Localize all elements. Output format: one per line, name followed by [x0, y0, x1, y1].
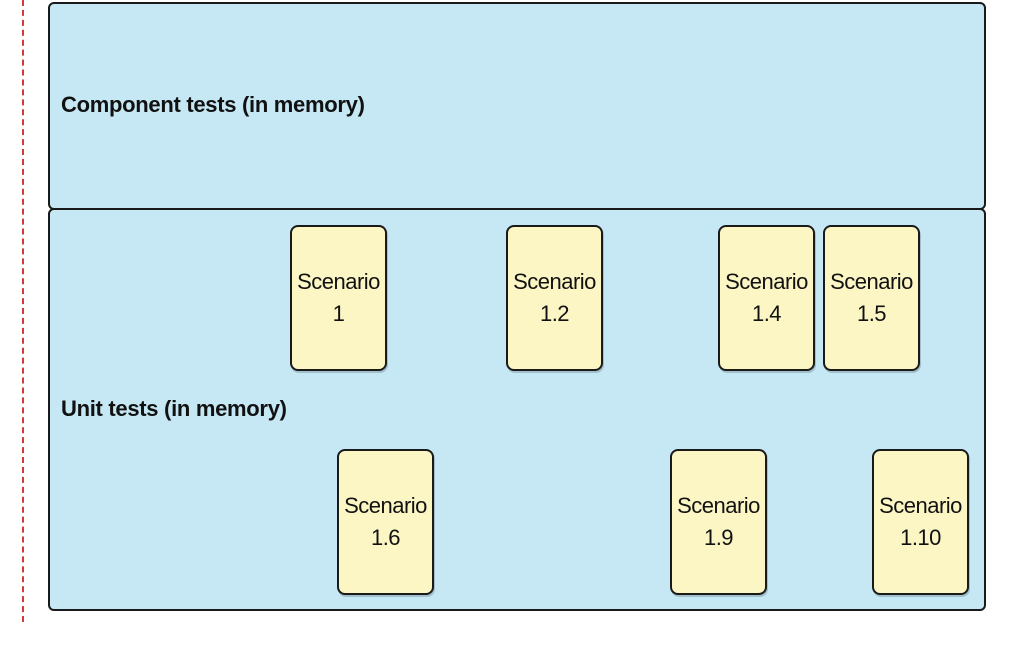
scenario-box[interactable]: Scenario 1.4	[718, 225, 815, 371]
scenario-title: Scenario	[344, 493, 427, 518]
scenario-box[interactable]: Scenario 1.10	[872, 449, 969, 595]
scenario-number: 1.4	[751, 301, 782, 326]
scenario-number: 1.6	[370, 525, 401, 550]
scenario-number: 1.2	[539, 301, 570, 326]
unit-tests-label: Unit tests (in memory)	[61, 396, 287, 421]
boundary-dashed-line	[22, 0, 24, 622]
scenario-title: Scenario	[297, 269, 380, 294]
scenario-box[interactable]: Scenario 1.2	[506, 225, 603, 371]
scenario-number: 1	[332, 301, 345, 326]
component-tests-label: Component tests (in memory)	[61, 92, 365, 117]
scenario-title: Scenario	[513, 269, 596, 294]
scenario-title: Scenario	[830, 269, 913, 294]
scenario-number: 1.10	[900, 525, 941, 550]
scenario-title: Scenario	[879, 493, 962, 518]
scenario-box[interactable]: Scenario 1.9	[670, 449, 767, 595]
scenario-number: 1.9	[703, 525, 734, 550]
scenario-box[interactable]: Scenario 1	[290, 225, 387, 371]
scenario-title: Scenario	[677, 493, 760, 518]
component-tests-layer: Component tests (in memory)	[48, 2, 986, 210]
scenario-box[interactable]: Scenario 1.6	[337, 449, 434, 595]
scenario-box[interactable]: Scenario 1.5	[823, 225, 920, 371]
scenario-title: Scenario	[725, 269, 808, 294]
scenario-number: 1.5	[856, 301, 887, 326]
